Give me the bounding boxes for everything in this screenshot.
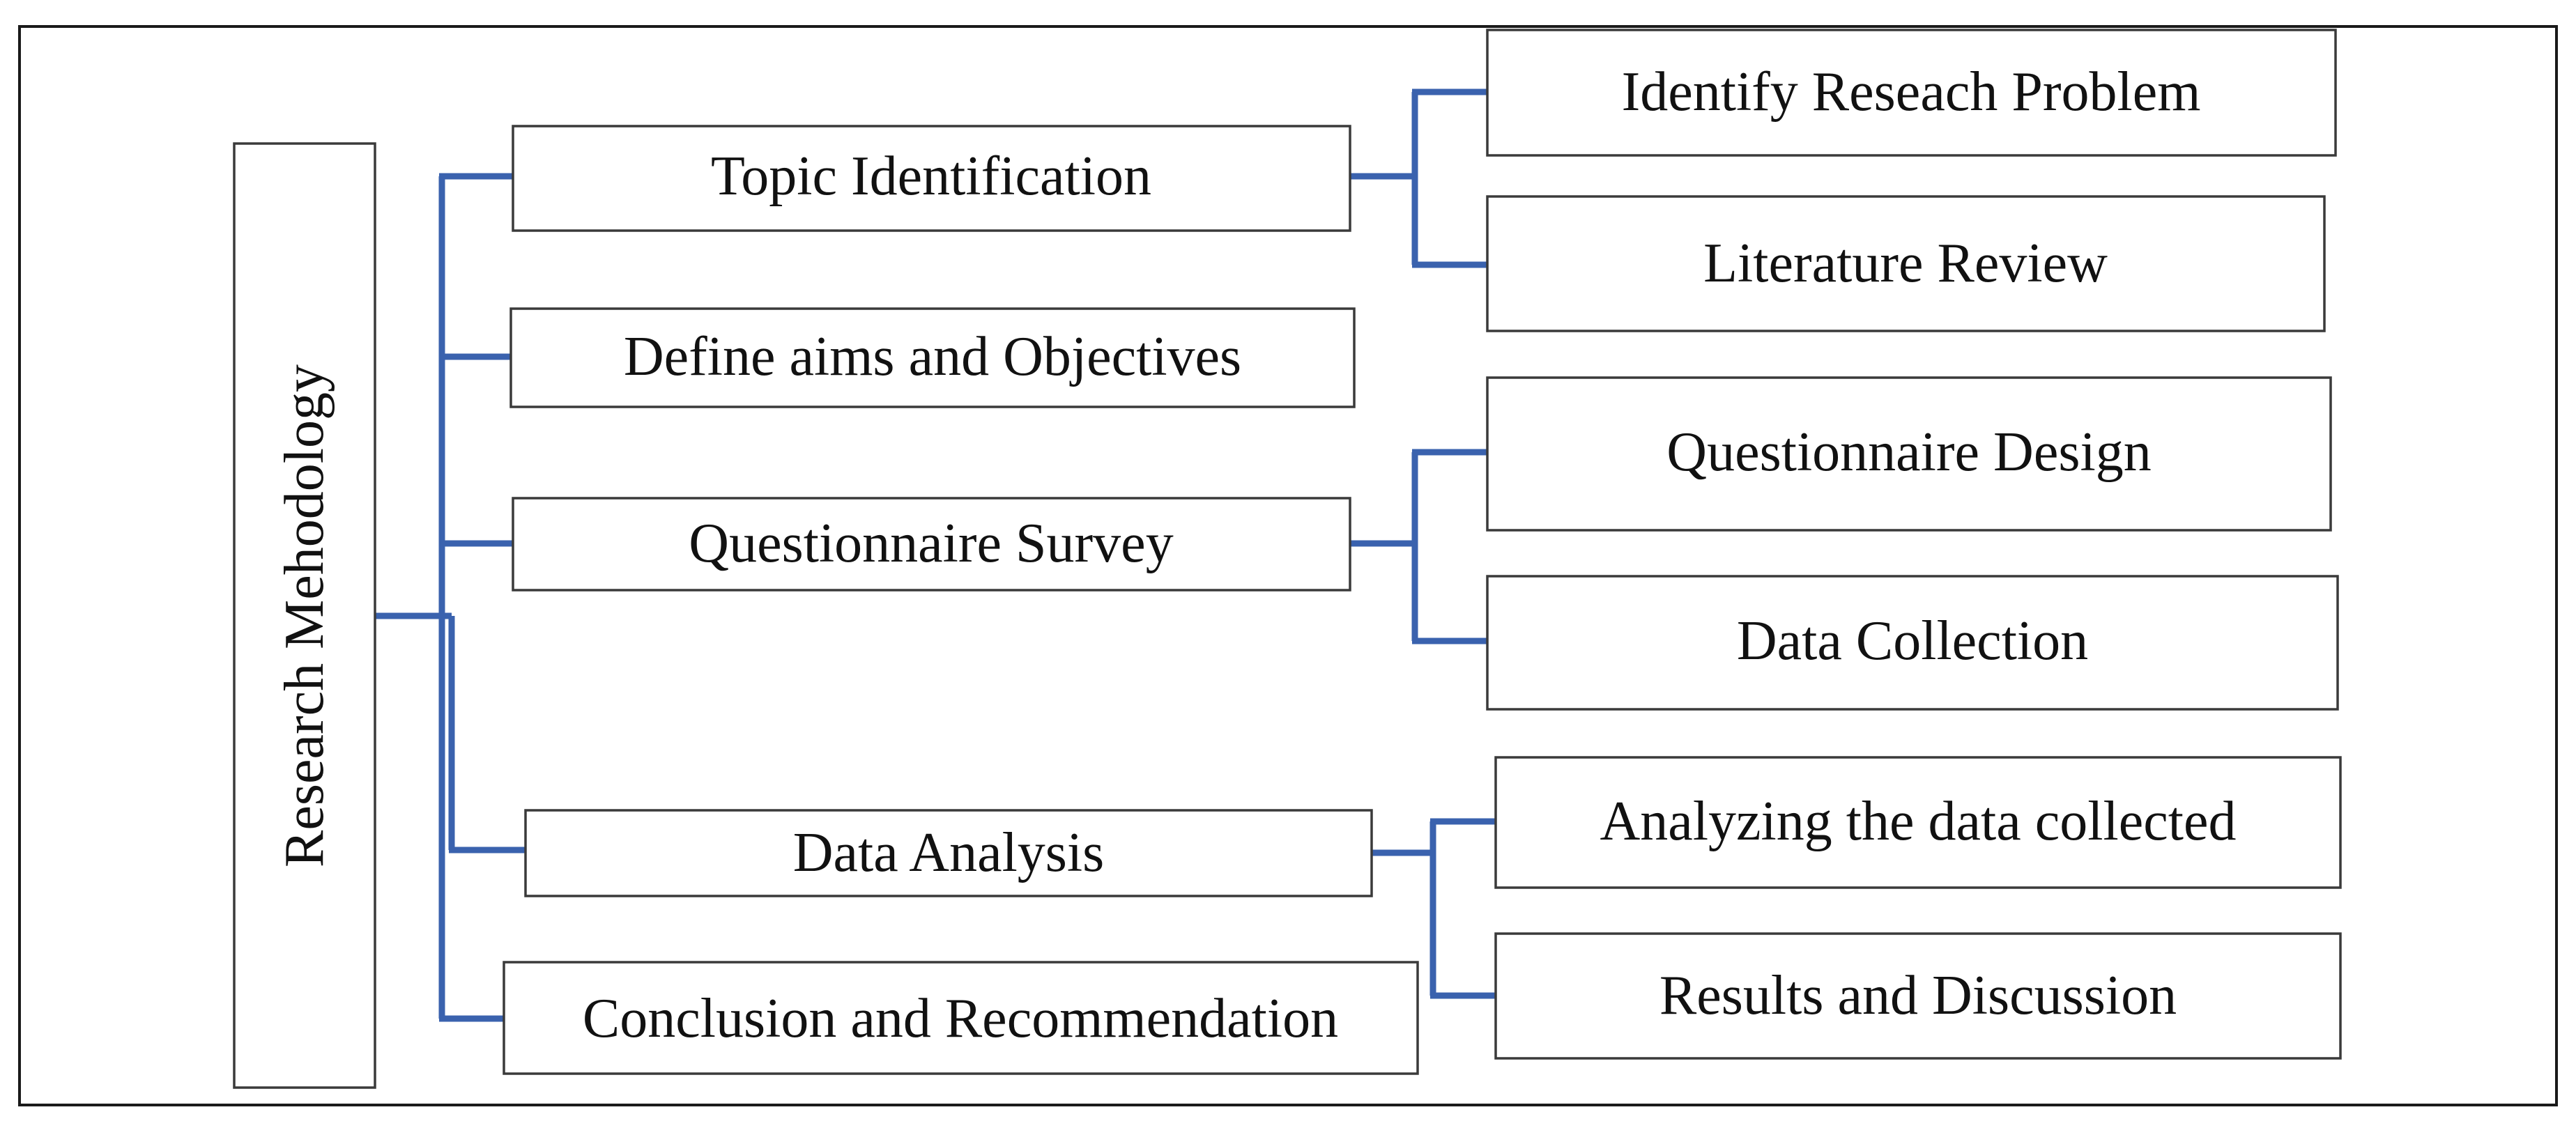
stage-box <box>512 125 1351 232</box>
stage-label: Conclusion and Recommendation <box>583 988 1338 1049</box>
substep-box <box>1486 376 2332 532</box>
substep-label: Analyzing the data collected <box>1600 791 2237 852</box>
sub-branch-questionnaire <box>1350 449 1487 644</box>
substep-node: Identify Reseach Problem <box>1486 29 2337 157</box>
substep-label: Identify Reseach Problem <box>1622 61 2201 123</box>
connectors <box>375 88 1496 1022</box>
stage-box <box>503 961 1419 1075</box>
substep-label: Questionnaire Design <box>1666 422 2151 483</box>
substep-label: Literature Review <box>1703 233 2108 294</box>
stage-label: Define aims and Objectives <box>624 326 1241 387</box>
substep-node: Questionnaire Design <box>1486 376 2332 532</box>
stage-node: Define aims and Objectives <box>509 307 1356 408</box>
stage-node: Data Analysis <box>524 809 1373 897</box>
root-node: Research Mehodology <box>233 142 376 1089</box>
root-label: Research Mehodology <box>274 364 335 867</box>
substep-node: Data Collection <box>1486 575 2339 711</box>
substep-box <box>1486 29 2337 157</box>
substep-node: Results and Discussion <box>1494 932 2342 1060</box>
stage-label: Topic Identification <box>711 146 1151 207</box>
stage-label: Data Analysis <box>793 822 1105 883</box>
substep-box <box>1486 575 2339 711</box>
stage-box <box>524 809 1373 897</box>
stage-node: Topic Identification <box>512 125 1351 232</box>
sub-branch-topic <box>1350 88 1487 268</box>
substep-box <box>1486 195 2326 332</box>
stage-node: Questionnaire Survey <box>512 497 1351 592</box>
substep-label: Data Collection <box>1737 610 2088 672</box>
substep-node: Analyzing the data collected <box>1494 756 2342 889</box>
stage-box <box>509 307 1356 408</box>
substep-box <box>1494 932 2342 1060</box>
root-box <box>233 142 376 1089</box>
stage-box <box>512 497 1351 592</box>
substep-box <box>1494 756 2342 889</box>
stage-label: Questionnaire Survey <box>689 513 1173 574</box>
substep-label: Results and Discussion <box>1659 965 2177 1026</box>
sub-branch-analysis <box>1372 818 1496 999</box>
substep-node: Literature Review <box>1486 195 2326 332</box>
stage-node: Conclusion and Recommendation <box>503 961 1419 1075</box>
